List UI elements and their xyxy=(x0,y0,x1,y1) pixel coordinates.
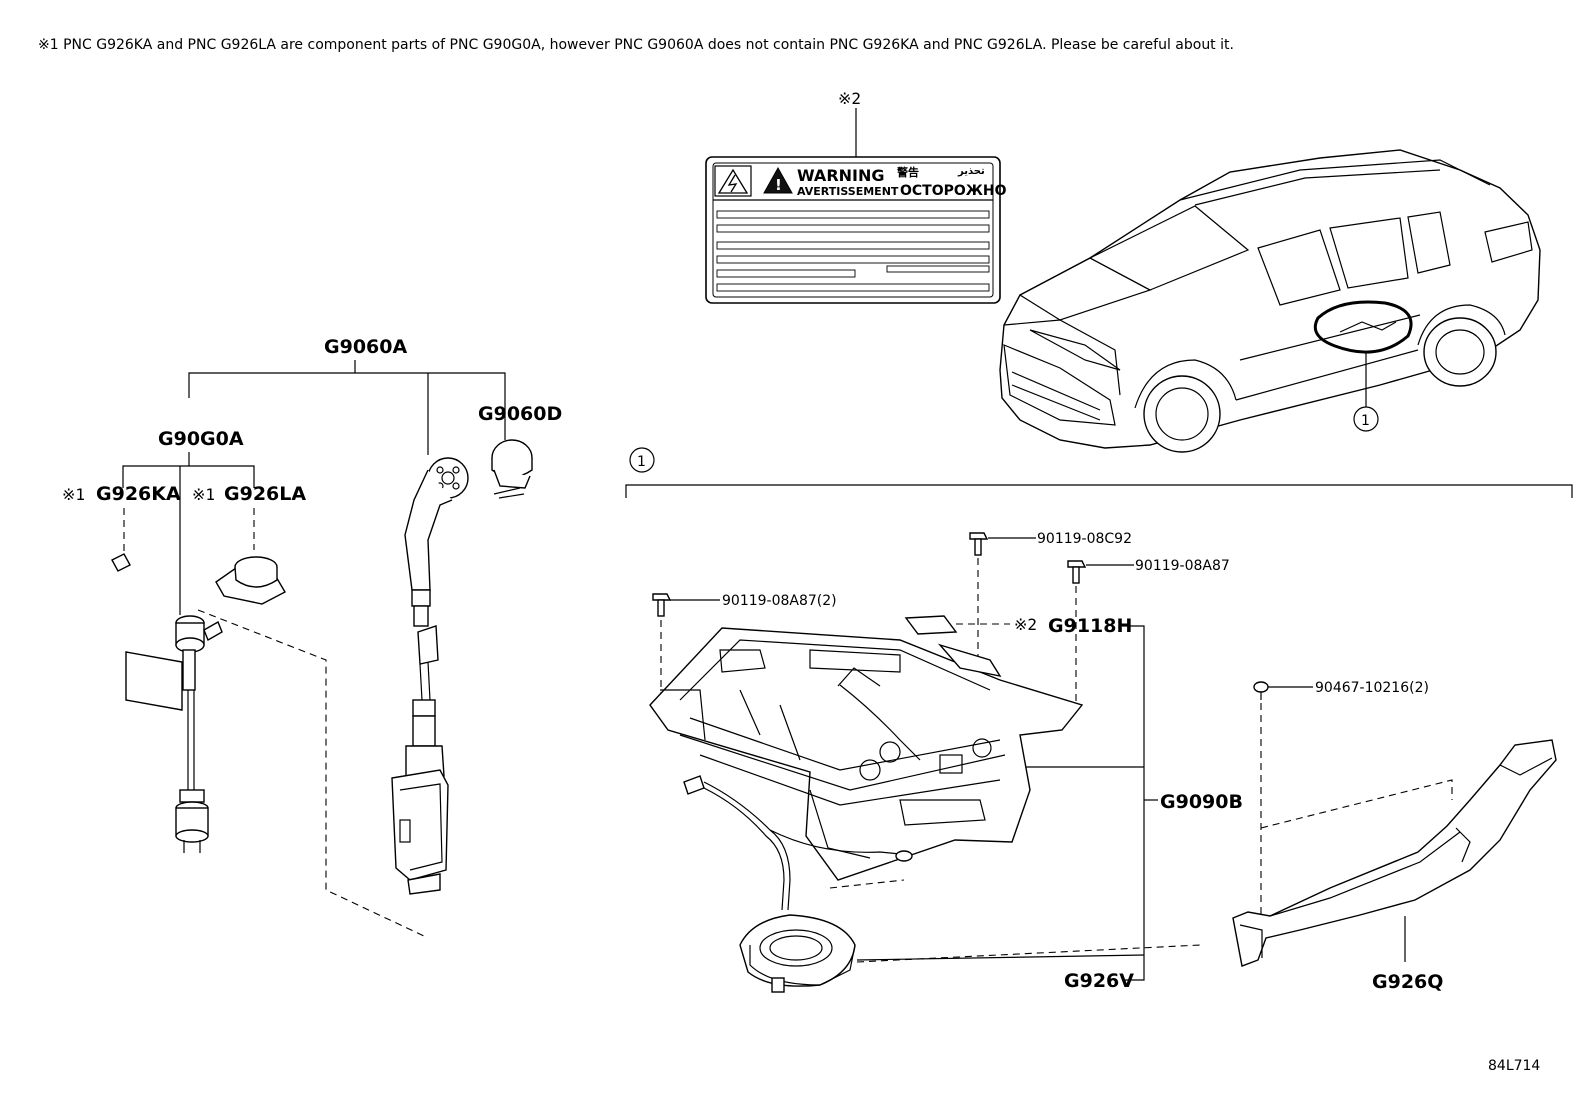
mark2-label: ※2 xyxy=(838,89,861,108)
electric-hazard-icon xyxy=(717,168,749,194)
component-location-outline xyxy=(1313,300,1413,354)
bolt-90119-08A87 xyxy=(1067,560,1134,710)
part-G9060D-holder xyxy=(491,439,533,499)
clip-label-90467-10216: 90467-10216(2) xyxy=(1315,680,1429,696)
part-G926Q-duct: 90467-10216(2) G926Q xyxy=(1232,680,1557,993)
mark2-symbol-G9118H: ※2 xyxy=(1014,615,1037,634)
part-label-G926KA: G926KA xyxy=(96,483,181,505)
part-G9060A-charging-plug xyxy=(391,457,469,895)
part-G926LA-cover xyxy=(215,556,286,605)
callout-circle-1 xyxy=(1353,406,1379,432)
charger-assembly: 90119-08C92 90119-08A87 90119-08A87(2) ※… xyxy=(649,531,1243,993)
part-G9090B-charger-unit xyxy=(649,627,1084,881)
bolt-label-90119-08A87-2: 90119-08A87(2) xyxy=(722,593,837,609)
part-label-G90G0A: G90G0A xyxy=(158,428,244,450)
svg-text:!: ! xyxy=(775,176,782,194)
part-label-G9118H: G9118H xyxy=(1048,615,1132,637)
footnote-text: ※1 PNC G926KA and PNC G926LA are compone… xyxy=(38,37,1234,53)
warning-label-sticker: ※2 ! WARNING AVERTISSEMENT 警告 تحذير ОСТО… xyxy=(705,89,1007,304)
arabic-warning-text: تحذير xyxy=(957,166,985,177)
warning-triangle-icon xyxy=(763,166,793,194)
part-G90G0A-inlet-cable xyxy=(125,615,223,853)
mark1-symbol-KA: ※1 xyxy=(62,485,85,504)
part-G926V-sensor-harness xyxy=(683,775,913,993)
avertissement-text: AVERTISSEMENT xyxy=(797,185,899,198)
callout-circle-1-label: 1 xyxy=(1361,413,1370,429)
assembly-1-bracket: 1 xyxy=(625,447,1573,498)
cjk-warning-text: 警告 xyxy=(896,165,919,179)
bolt-90119-08A87-2 xyxy=(652,593,720,700)
part-label-G926Q: G926Q xyxy=(1372,971,1443,993)
part-G926KA-cap xyxy=(111,553,131,572)
part-label-G926V: G926V xyxy=(1064,970,1134,992)
bolt-label-90119-08C92: 90119-08C92 xyxy=(1037,531,1132,547)
part-label-G9090B: G9090B xyxy=(1160,791,1243,813)
part-label-G9060D: G9060D xyxy=(478,403,562,425)
assembly-1-callout-label: 1 xyxy=(637,454,646,470)
charging-cable-tree: G9060A G9060D G90G0A ※1 G926KA ※1 G926LA xyxy=(62,336,562,937)
figure-code: 84L714 xyxy=(1488,1058,1540,1074)
part-G9118H-label xyxy=(904,615,958,635)
clip-90467-10216 xyxy=(1253,681,1313,700)
vehicle-illustration: 1 xyxy=(999,149,1541,453)
cyrillic-warning-text: ОСТОРОЖНО xyxy=(900,183,1007,199)
part-label-G9060A: G9060A xyxy=(324,336,407,358)
warning-text: WARNING xyxy=(797,166,885,185)
bolt-90119-08C92 xyxy=(969,532,1036,660)
mark1-symbol-LA: ※1 xyxy=(192,485,215,504)
part-label-G926LA: G926LA xyxy=(224,483,306,505)
bolt-label-90119-08A87: 90119-08A87 xyxy=(1135,558,1230,574)
